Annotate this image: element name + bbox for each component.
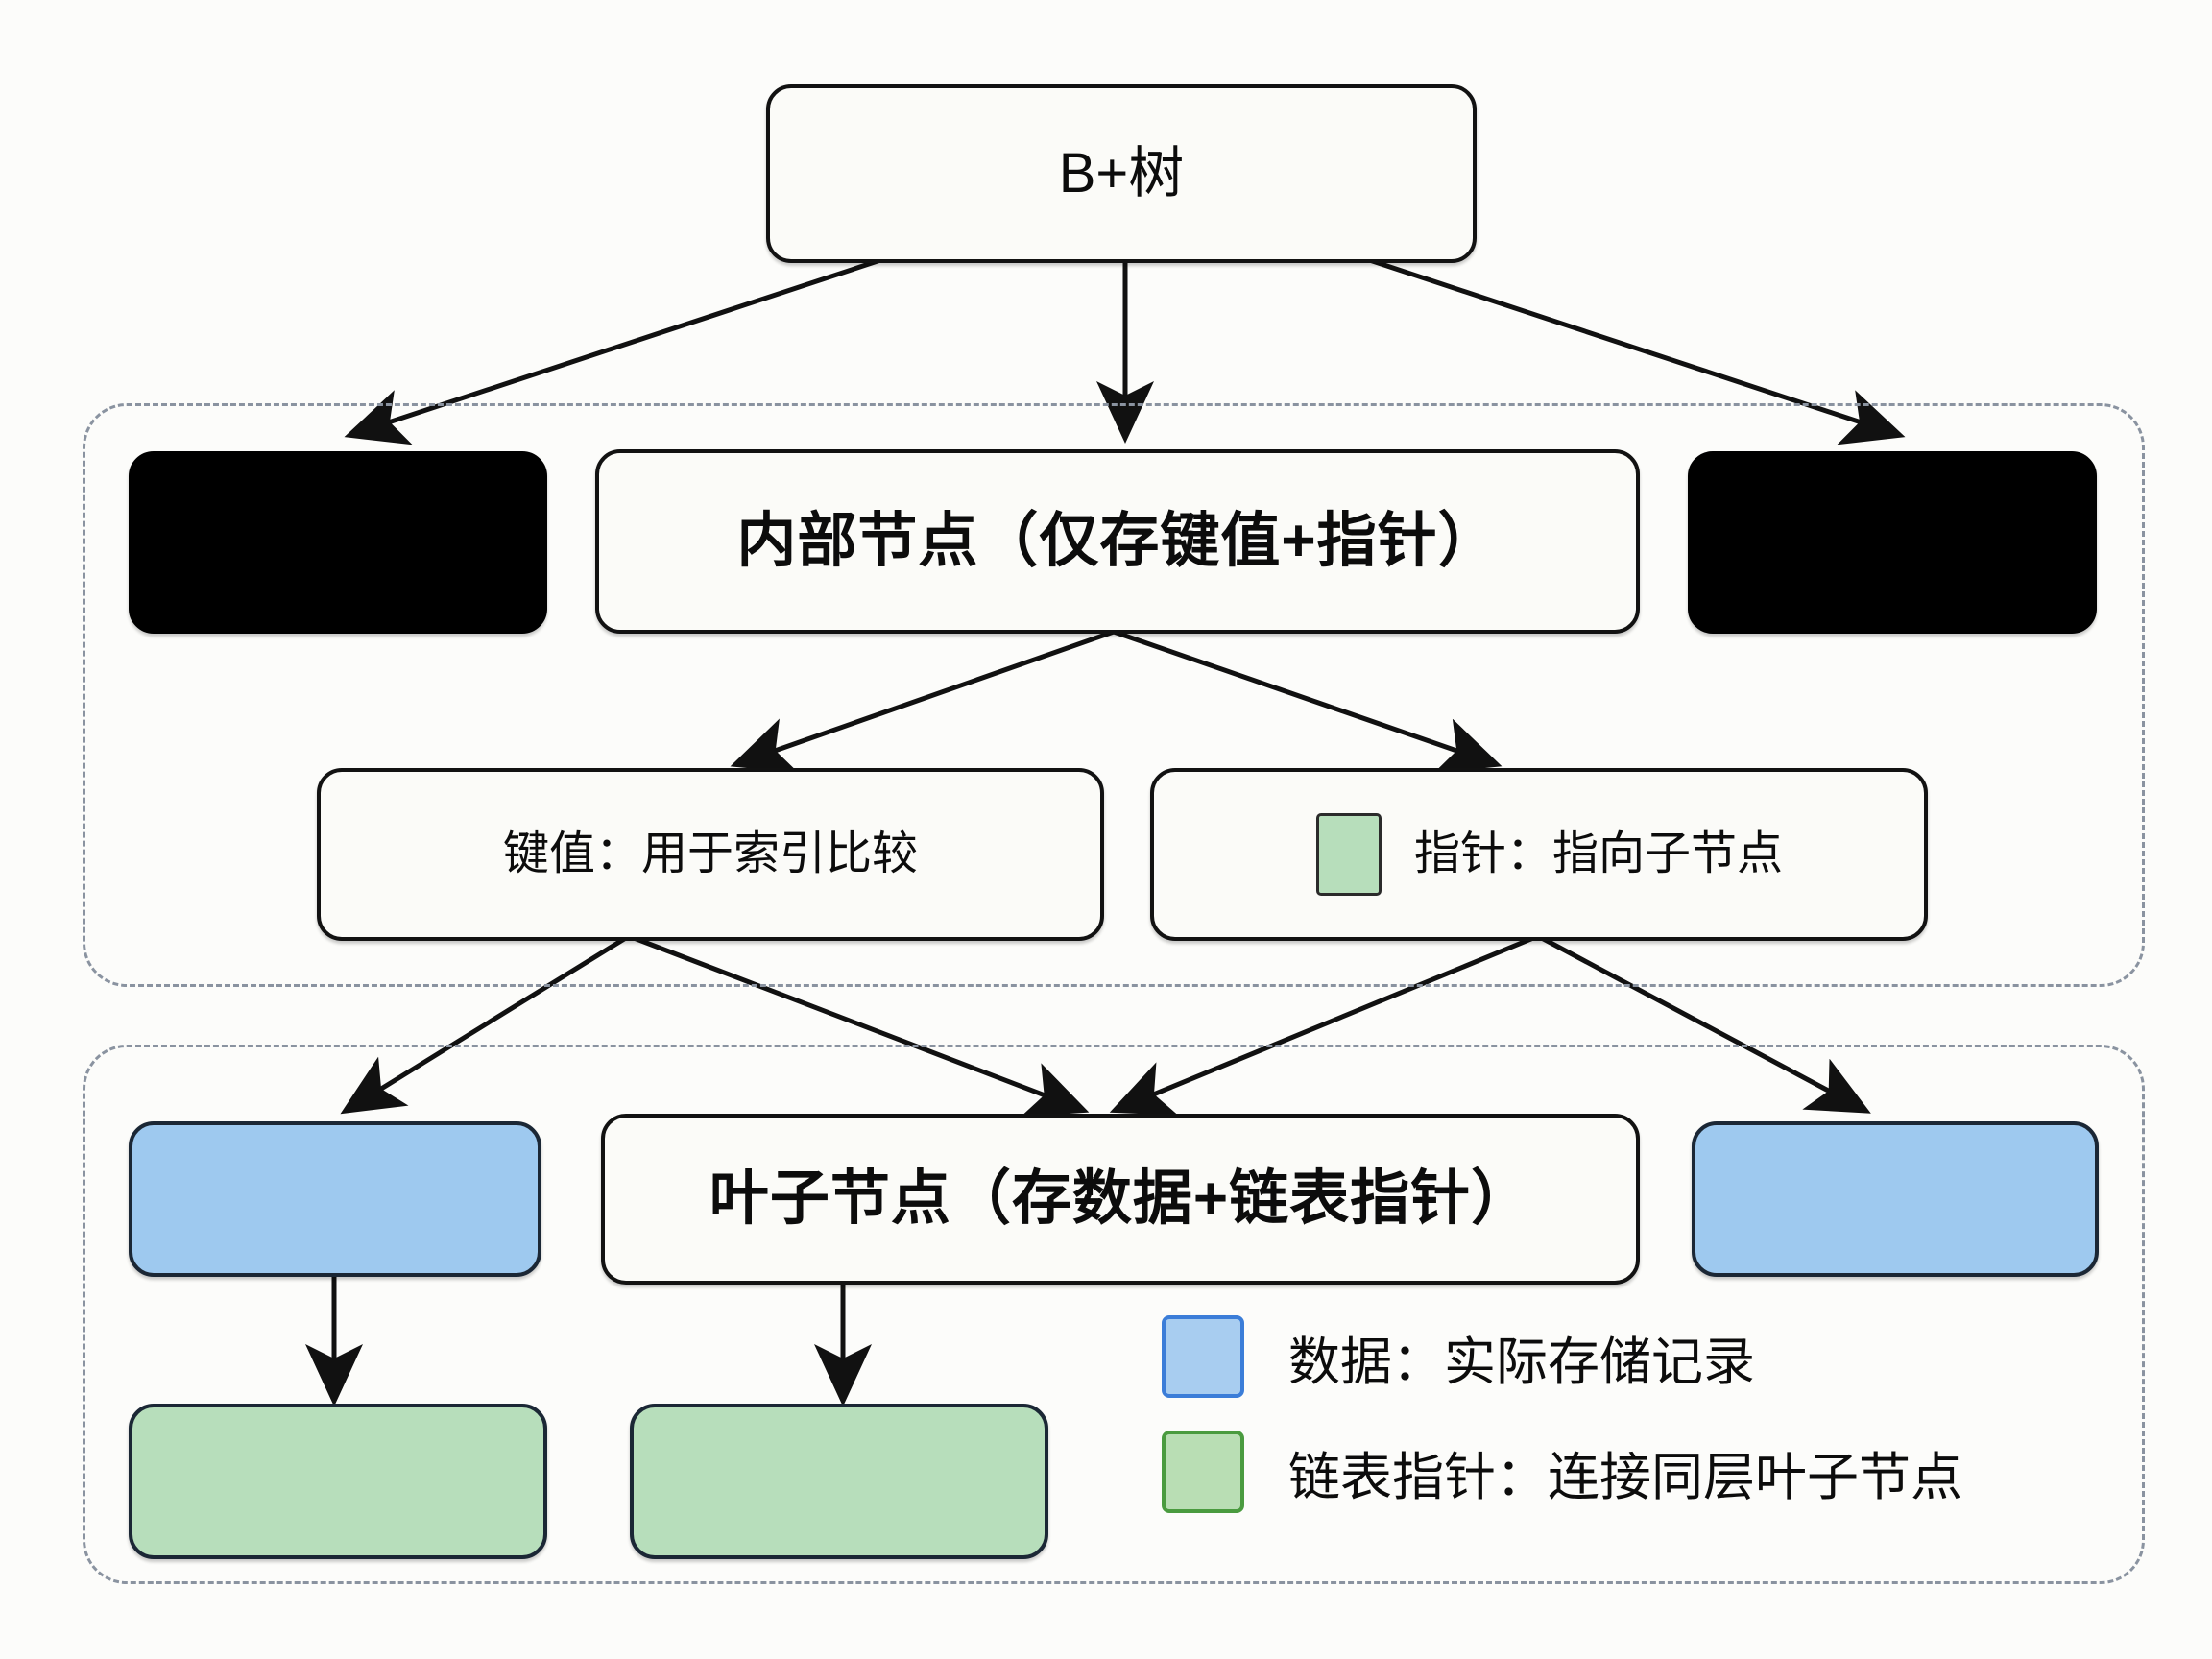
pointer-color-chip-icon xyxy=(1315,813,1382,896)
internal-right-blank-box[interactable] xyxy=(1688,451,2097,634)
legend-label-data: 数据：实际存储记录 xyxy=(1288,1333,1755,1391)
internal-main-node-label: 内部节点（仅存键值+指针） xyxy=(736,508,1499,575)
internal-main-node[interactable]: 内部节点（仅存键值+指针） xyxy=(595,449,1640,634)
internal-left-blank-box[interactable] xyxy=(129,451,547,634)
legend: 数据：实际存储记录 链表指针：连接同层叶子节点 xyxy=(1162,1315,1968,1513)
leaf-node-group xyxy=(83,1045,2145,1584)
root-node[interactable]: B+树 xyxy=(766,84,1477,263)
leaf-main-node-label: 叶子节点（存数据+链表指针） xyxy=(709,1166,1532,1233)
legend-swatch-link-pointer-icon xyxy=(1162,1431,1244,1513)
link-pointer-right-box[interactable] xyxy=(630,1404,1048,1559)
pointer-node[interactable]: 指针：指向子节点 xyxy=(1150,768,1928,941)
leaf-left-data-box[interactable] xyxy=(129,1121,541,1277)
root-node-label: B+树 xyxy=(1058,141,1185,204)
leaf-right-data-box[interactable] xyxy=(1692,1121,2099,1277)
legend-swatch-data-icon xyxy=(1162,1315,1244,1398)
link-pointer-left-box[interactable] xyxy=(129,1404,547,1559)
legend-item-link-pointer: 链表指针：连接同层叶子节点 xyxy=(1162,1431,1968,1513)
leaf-main-node[interactable]: 叶子节点（存数据+链表指针） xyxy=(601,1114,1640,1285)
key-node[interactable]: 键值：用于索引比较 xyxy=(317,768,1104,941)
pointer-node-label: 指针：指向子节点 xyxy=(1413,829,1783,880)
legend-item-data: 数据：实际存储记录 xyxy=(1162,1315,1968,1398)
key-node-label: 键值：用于索引比较 xyxy=(502,829,918,880)
internal-node-group xyxy=(83,403,2145,987)
legend-label-link-pointer: 链表指针：连接同层叶子节点 xyxy=(1288,1448,1962,1506)
